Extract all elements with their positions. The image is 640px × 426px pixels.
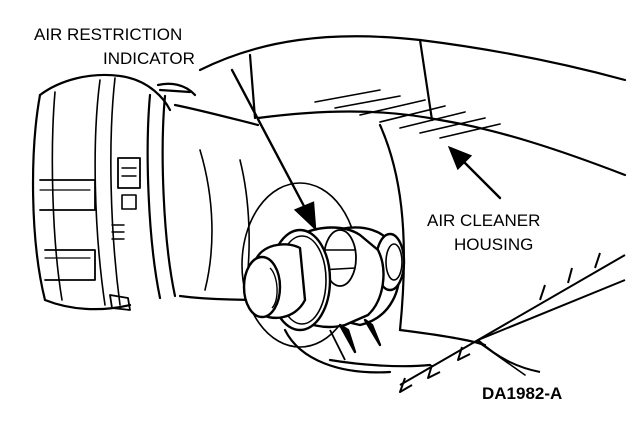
leader-lines [230,68,526,376]
air-restriction-indicator [241,182,406,361]
indicator-label-line1: AIR RESTRICTION [34,25,182,44]
housing-arrow-head [447,145,473,171]
code-leader-line [477,341,526,376]
housing-serrated-edge [399,252,626,393]
figure-code: DA1982-A [482,384,562,403]
air-cleaner-housing [198,35,627,374]
indicator-arrow-head [293,201,317,232]
indicator-leader-line [230,68,307,210]
indicator-label-line2: INDICATOR [103,49,195,68]
housing-label-line2: HOUSING [454,235,533,254]
housing-label-line1: AIR CLEANER [427,211,540,230]
housing-leader-line [460,158,502,200]
